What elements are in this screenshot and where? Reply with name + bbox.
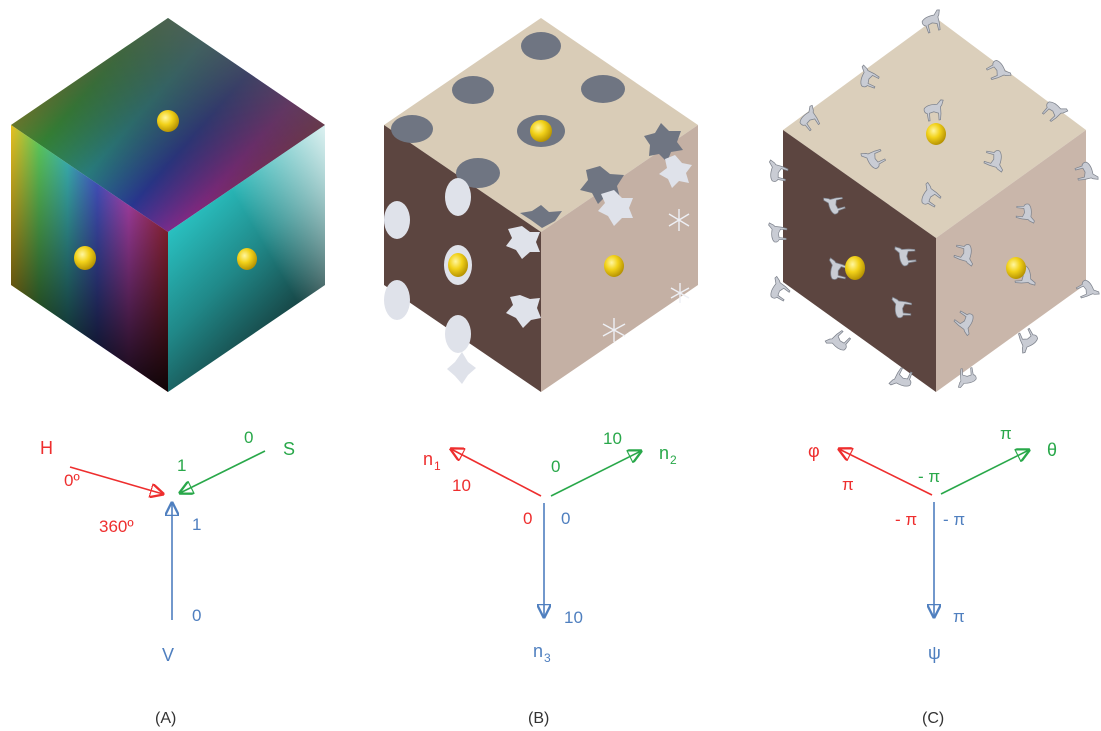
axis-phi-start: - π bbox=[895, 510, 917, 529]
axis-n1-arrow bbox=[451, 449, 542, 497]
axis-n1-end: 10 bbox=[452, 476, 471, 495]
sphere-marker-top bbox=[157, 110, 179, 132]
axis-phi-end: π bbox=[842, 475, 854, 494]
sphere-marker-right bbox=[604, 255, 624, 277]
sphere-marker-top bbox=[530, 120, 552, 142]
sphere-marker-left bbox=[74, 246, 96, 270]
left-face-discs bbox=[384, 178, 541, 384]
axis-h-name: H bbox=[40, 438, 53, 458]
caption-b: (B) bbox=[528, 710, 549, 727]
sphere-marker-left bbox=[845, 256, 865, 280]
axis-psi-start: - π bbox=[943, 510, 965, 529]
axis-n2-end: 10 bbox=[603, 429, 622, 448]
axis-n1-name: n 1 bbox=[423, 449, 441, 473]
axis-n3-end: 10 bbox=[564, 608, 583, 627]
panel-c: φ π - π θ π - π ψ π - π (C) bbox=[765, 8, 1101, 727]
top-face-discs bbox=[391, 32, 683, 228]
axis-theta-name: θ bbox=[1047, 440, 1057, 460]
axes-c: φ π - π θ π - π ψ π - π bbox=[808, 424, 1057, 663]
rotation-cube bbox=[765, 8, 1101, 392]
sphere-marker-top bbox=[926, 123, 946, 145]
axis-v-start: 0 bbox=[192, 606, 201, 625]
shape-cube bbox=[384, 18, 698, 392]
axis-s-arrow bbox=[180, 450, 266, 493]
axes-a: H 0º 360º S 0 1 V 0 1 bbox=[40, 428, 295, 665]
panel-a: H 0º 360º S 0 1 V 0 1 (A) bbox=[11, 18, 325, 727]
sphere-marker-right bbox=[237, 248, 257, 270]
axis-v-end: 1 bbox=[192, 515, 201, 534]
axis-h-end: 360º bbox=[99, 517, 134, 536]
axis-s-start: 0 bbox=[244, 428, 253, 447]
svg-text:2: 2 bbox=[670, 453, 677, 467]
axis-h-arrow bbox=[69, 466, 163, 494]
axis-n2-start: 0 bbox=[551, 457, 560, 476]
axis-psi-end: π bbox=[953, 607, 965, 626]
axis-phi-name: φ bbox=[808, 441, 820, 461]
sphere-marker-left bbox=[448, 253, 468, 277]
axis-psi-name: ψ bbox=[928, 643, 941, 663]
axis-h-start: 0º bbox=[64, 471, 80, 490]
axis-s-end: 1 bbox=[177, 456, 186, 475]
axis-theta-arrow bbox=[940, 450, 1029, 495]
right-face-shapes bbox=[598, 155, 692, 342]
svg-text:1: 1 bbox=[434, 459, 441, 473]
panel-b: n 1 10 0 n 2 10 0 n 3 10 0 (B) bbox=[384, 18, 698, 727]
axes-b: n 1 10 0 n 2 10 0 n 3 10 0 bbox=[423, 429, 677, 665]
caption-c: (C) bbox=[922, 710, 944, 727]
hsv-cube bbox=[11, 18, 325, 392]
axis-n2-name: n 2 bbox=[659, 443, 677, 467]
sphere-marker-right bbox=[1006, 257, 1026, 279]
axis-s-name: S bbox=[283, 439, 295, 459]
axis-n1-start: 0 bbox=[523, 509, 532, 528]
caption-a: (A) bbox=[155, 710, 176, 727]
axis-v-name: V bbox=[162, 645, 174, 665]
svg-text:3: 3 bbox=[544, 651, 551, 665]
axis-theta-start: - π bbox=[918, 467, 940, 486]
axis-n2-arrow bbox=[550, 451, 641, 497]
axis-n3-name: n 3 bbox=[533, 641, 551, 665]
axis-n3-start: 0 bbox=[561, 509, 570, 528]
axis-phi-arrow bbox=[839, 449, 933, 496]
axis-theta-end: π bbox=[1000, 424, 1012, 443]
svg-text:n: n bbox=[423, 449, 433, 469]
svg-text:n: n bbox=[659, 443, 669, 463]
svg-text:n: n bbox=[533, 641, 543, 661]
